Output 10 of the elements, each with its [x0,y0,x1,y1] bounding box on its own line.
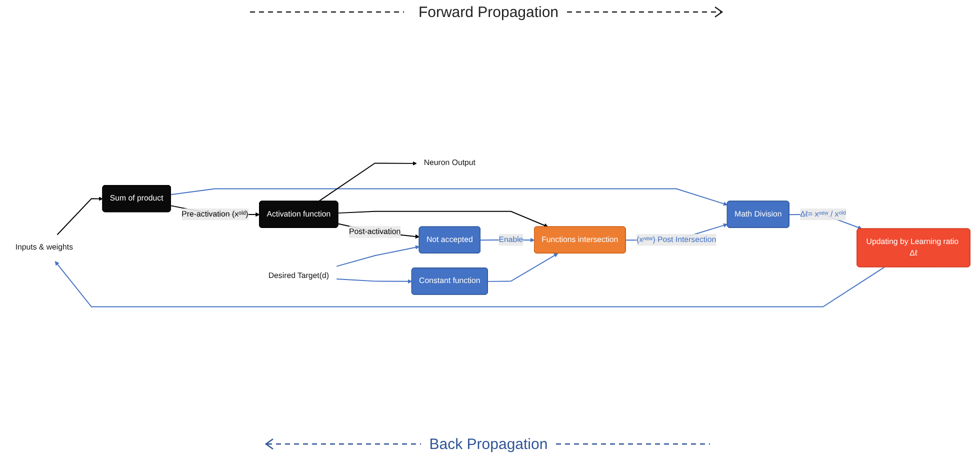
arrow [336,244,420,266]
propagation-label: Back Propagation [429,436,548,452]
arrow [54,260,884,307]
arrow [56,196,102,235]
arrow [337,210,548,228]
arrow [318,160,416,202]
arrow [170,188,728,206]
arrow [336,278,412,284]
arrow [486,252,558,282]
propagation-label: Forward Propagation [418,4,559,20]
